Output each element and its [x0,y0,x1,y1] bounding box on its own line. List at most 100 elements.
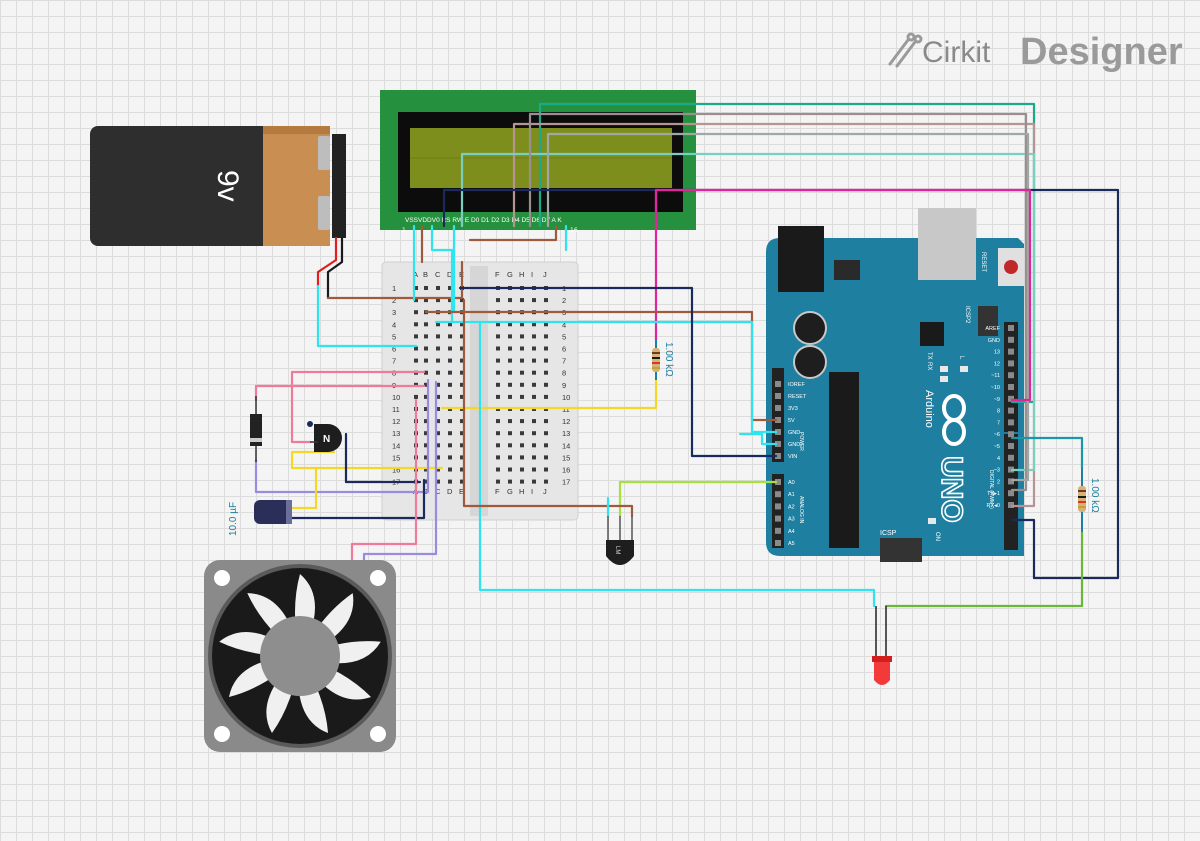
arduino-pin[interactable] [775,405,781,411]
resistor-2[interactable]: 1.00 kΩ [1078,468,1100,532]
breadboard-hole[interactable] [448,455,452,460]
arduino-pin[interactable] [1008,443,1014,449]
breadboard-hole[interactable] [520,431,524,436]
arduino-pin[interactable] [1008,360,1014,367]
breadboard-hole[interactable] [436,419,440,424]
breadboard-hole[interactable] [448,346,452,351]
breadboard-hole[interactable] [544,382,548,387]
breadboard-hole[interactable] [532,382,536,387]
breadboard-hole[interactable] [496,455,500,460]
arduino-pin[interactable] [775,491,781,498]
breadboard-hole[interactable] [520,346,524,351]
breadboard-hole[interactable] [544,443,548,448]
breadboard-hole[interactable] [448,382,452,387]
breadboard-hole[interactable] [532,322,536,327]
breadboard-hole[interactable] [520,370,524,375]
breadboard-hole[interactable] [520,443,524,448]
arduino-pin[interactable] [775,515,781,522]
breadboard-hole[interactable] [544,298,548,303]
breadboard-hole[interactable] [436,407,440,411]
breadboard-hole[interactable] [414,298,418,303]
breadboard-hole[interactable] [436,479,440,484]
breadboard-hole[interactable] [436,370,440,375]
breadboard-hole[interactable] [448,394,452,399]
breadboard-hole[interactable] [436,358,440,363]
breadboard-hole[interactable] [544,358,548,363]
breadboard-hole[interactable] [508,346,512,351]
breadboard-hole[interactable] [532,298,536,303]
breadboard-hole[interactable] [520,382,524,387]
breadboard-hole[interactable] [436,346,440,351]
breadboard-hole[interactable] [424,407,428,411]
breadboard-hole[interactable] [436,394,440,399]
breadboard-hole[interactable] [424,334,428,339]
breadboard-hole[interactable] [496,298,500,303]
arduino-pin[interactable] [775,381,781,387]
breadboard-hole[interactable] [532,455,536,460]
breadboard-hole[interactable] [448,443,452,448]
breadboard-hole[interactable] [424,358,428,363]
arduino-pin[interactable] [1008,395,1014,402]
breadboard-hole[interactable] [414,322,418,327]
breadboard-hole[interactable] [424,346,428,351]
breadboard-hole[interactable] [460,443,464,448]
breadboard-hole[interactable] [448,322,452,327]
breadboard-hole[interactable] [520,455,524,460]
breadboard-hole[interactable] [544,467,548,472]
arduino-pin[interactable] [1008,431,1014,438]
breadboard-hole[interactable] [414,394,418,399]
breadboard-hole[interactable] [436,334,440,339]
breadboard-hole[interactable] [460,322,464,327]
breadboard-hole[interactable] [424,370,428,375]
breadboard-hole[interactable] [460,358,464,363]
breadboard-hole[interactable] [424,431,428,436]
breadboard-hole[interactable] [460,467,464,472]
breadboard-hole[interactable] [508,358,512,363]
breadboard-hole[interactable] [520,467,524,472]
arduino-pin[interactable] [1008,490,1014,497]
breadboard-hole[interactable] [544,479,548,484]
breadboard-hole[interactable] [424,394,428,399]
breadboard-hole[interactable] [460,479,464,484]
breadboard-hole[interactable] [496,431,500,436]
breadboard-hole[interactable] [414,358,418,363]
breadboard-hole[interactable] [544,394,548,399]
electrolytic-capacitor[interactable]: 10.0 µF [228,500,292,536]
breadboard-hole[interactable] [496,358,500,363]
arduino-pin[interactable] [1008,419,1014,426]
breadboard-hole[interactable] [508,467,512,472]
breadboard-hole[interactable] [460,298,464,303]
arduino-pin[interactable] [1008,325,1014,331]
breadboard-hole[interactable] [520,419,524,424]
arduino-pin[interactable] [1008,384,1014,390]
arduino-pin[interactable] [1008,372,1014,379]
breadboard-hole[interactable] [448,467,452,472]
breadboard-hole[interactable] [496,479,500,484]
breadboard-hole[interactable] [532,334,536,339]
arduino-pin[interactable] [775,441,781,447]
breadboard-hole[interactable] [460,431,464,436]
breadboard-hole[interactable] [532,394,536,399]
wires[interactable] [254,102,1120,608]
breadboard-hole[interactable] [520,394,524,399]
breadboard-hole[interactable] [460,419,464,424]
arduino-pin[interactable] [1008,478,1014,485]
breadboard-hole[interactable] [414,346,418,351]
breadboard-hole[interactable] [544,431,548,436]
battery-9v[interactable]: 9v [90,126,346,246]
breadboard-hole[interactable] [448,298,452,303]
breadboard-hole[interactable] [460,455,464,460]
arduino-pin[interactable] [775,429,781,435]
breadboard-hole[interactable] [532,467,536,472]
breadboard-hole[interactable] [508,419,512,424]
arduino-pin[interactable] [775,417,781,423]
breadboard-hole[interactable] [544,322,548,327]
breadboard-hole[interactable] [496,419,500,424]
breadboard-hole[interactable] [508,479,512,484]
red-led[interactable] [872,606,892,685]
breadboard-hole[interactable] [424,443,428,448]
resistor-1[interactable]: 1.00 kΩ [652,340,674,380]
breadboard-hole[interactable] [436,467,440,472]
breadboard-hole[interactable] [414,382,418,387]
arduino-pin[interactable] [1008,336,1014,343]
